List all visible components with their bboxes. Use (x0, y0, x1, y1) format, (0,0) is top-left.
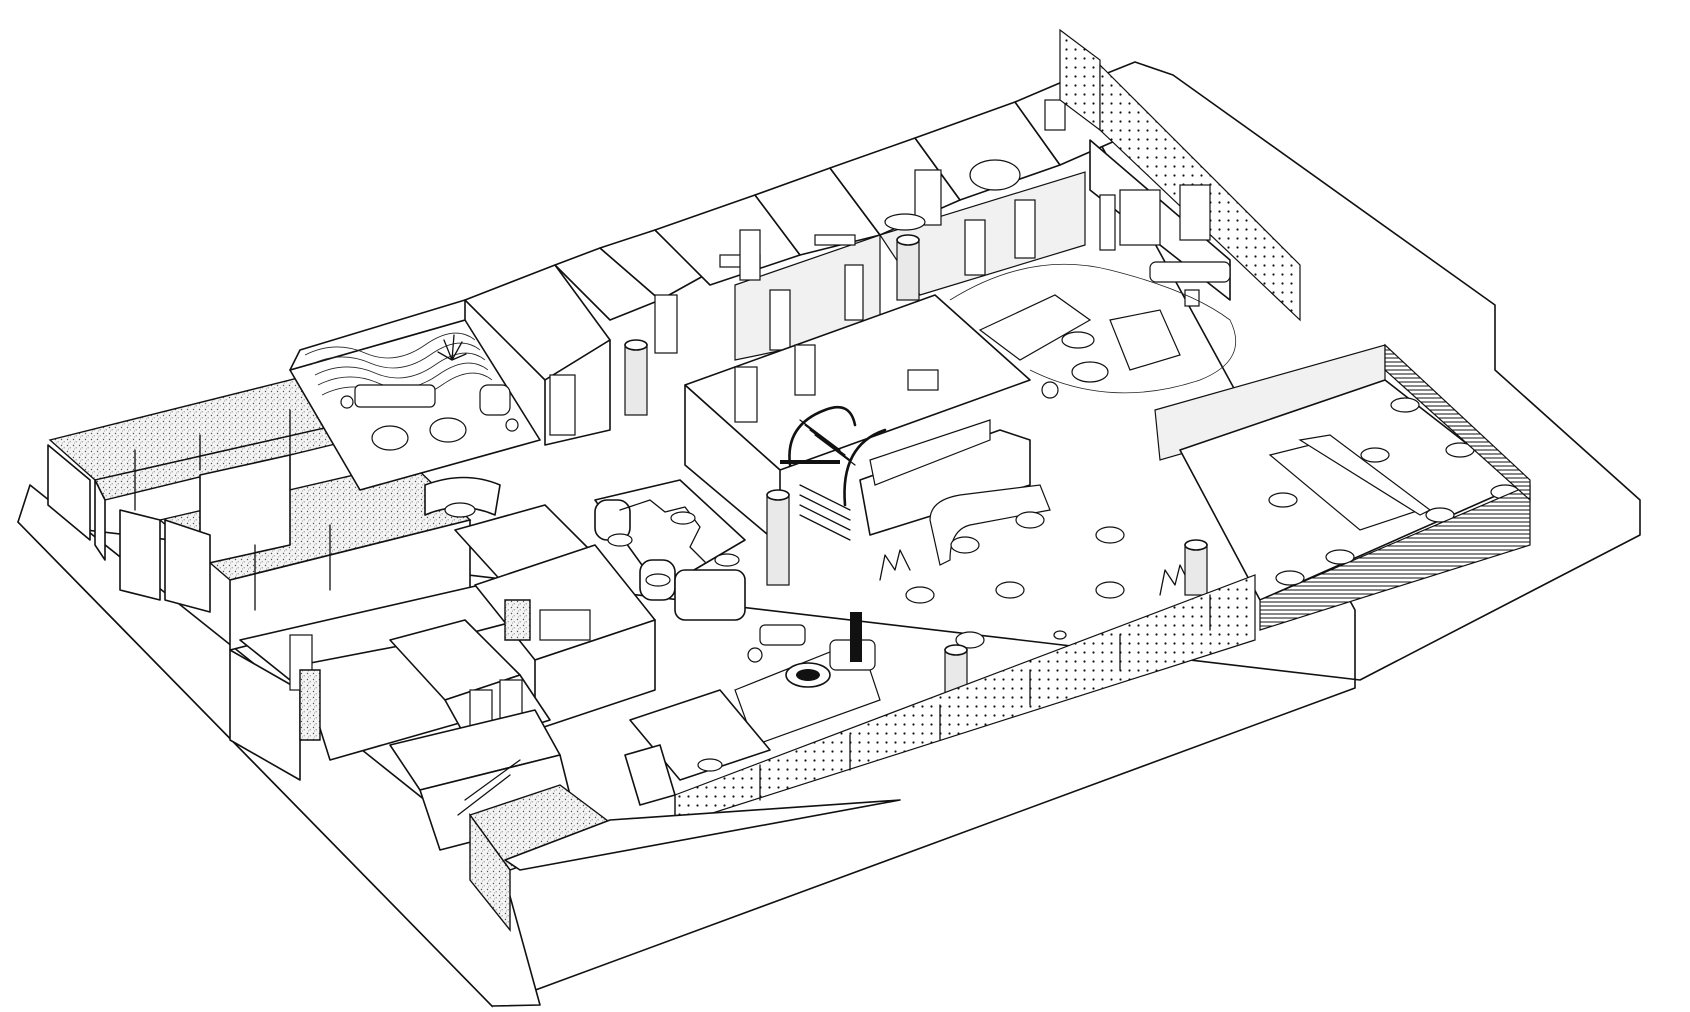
central-stair-block (684, 294, 1031, 586)
north-office-row (464, 67, 1141, 446)
staircase (799, 484, 851, 541)
south-entry (389, 689, 901, 932)
lounge-wave-mural (289, 299, 541, 491)
collaboration-pods (594, 479, 746, 621)
upper-lounge-area (949, 263, 1237, 399)
phone-booth (424, 476, 501, 518)
perforated-east-wall (1059, 28, 1301, 322)
terrace-dining (1154, 343, 1531, 631)
lower-lounge (734, 612, 881, 746)
